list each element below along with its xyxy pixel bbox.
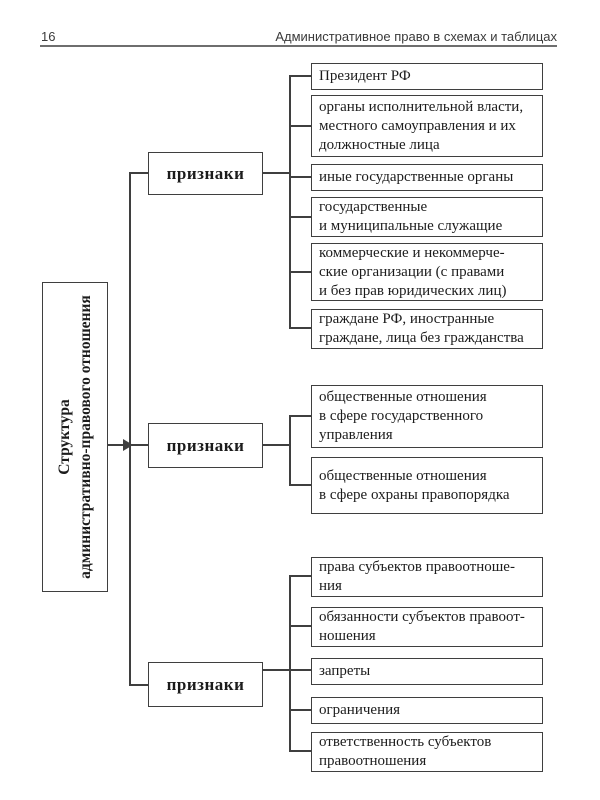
stub-item-1-1 (289, 75, 312, 77)
group2-label: признаки (166, 435, 245, 455)
group3-label-box: признаки (148, 662, 263, 707)
group3-label: признаки (166, 674, 245, 694)
arrow-right-icon (123, 439, 133, 451)
node-responsibility-of-subjects: ответственность субъектов правоотношения (311, 732, 543, 772)
group2-bracket (289, 415, 291, 486)
stub-item-3-3 (289, 669, 312, 671)
root-node-title: Структура административно-правового отно… (54, 287, 96, 587)
node-rights-of-subjects: права субъектов правоотноше- ния (311, 557, 543, 597)
stub-item-3-4 (289, 709, 312, 711)
root-title-line2: административно-правового отношения (77, 295, 94, 579)
stub-item-2-2 (289, 484, 312, 486)
trunk-line (129, 172, 131, 686)
node-restrictions: ограничения (311, 697, 543, 724)
stub-item-1-4 (289, 216, 312, 218)
group2-label-box: признаки (148, 423, 263, 468)
node-obligations-of-subjects: обязанности субъектов правоот- ношения (311, 607, 543, 647)
stub-item-2-1 (289, 415, 312, 417)
node-prohibitions: запреты (311, 658, 543, 685)
page-number: 16 (41, 29, 56, 44)
node-other-state-bodies: иные государственные органы (311, 164, 543, 191)
node-citizens: граждане РФ, иностранные граждане, лица … (311, 309, 543, 349)
node-executive-bodies: органы исполнительной власти, местного с… (311, 95, 543, 157)
connector-trunk-to-group1 (129, 172, 148, 174)
group1-bracket (289, 75, 291, 329)
header-rule (40, 45, 557, 47)
connector-trunk-to-group3 (129, 684, 148, 686)
stub-item-3-1 (289, 575, 312, 577)
stub-item-1-5 (289, 271, 312, 273)
group3-bracket (289, 575, 291, 752)
connector-group2-to-bracket (263, 444, 291, 446)
node-state-municipal-employees: государственные и муниципальные служащие (311, 197, 543, 237)
node-commercial-organizations: коммерческие и некоммерче- ские организа… (311, 243, 543, 301)
stub-item-1-6 (289, 327, 312, 329)
root-title-line1: Структура (56, 399, 73, 475)
connector-group1-to-bracket (263, 172, 291, 174)
node-relations-state-administration: общественные отношения в сфере государст… (311, 385, 543, 448)
root-node-structure: Структура административно-правового отно… (42, 282, 108, 592)
group1-label: признаки (166, 163, 245, 183)
node-president-rf: Президент РФ (311, 63, 543, 90)
group1-label-box: признаки (148, 152, 263, 195)
node-relations-law-order: общественные отношения в сфере охраны пр… (311, 457, 543, 514)
stub-item-3-5 (289, 750, 312, 752)
running-header-title: Административное право в схемах и таблиц… (275, 29, 557, 44)
stub-item-1-3 (289, 176, 312, 178)
stub-item-3-2 (289, 625, 312, 627)
stub-item-1-2 (289, 125, 312, 127)
connector-group3-to-bracket (263, 669, 291, 671)
